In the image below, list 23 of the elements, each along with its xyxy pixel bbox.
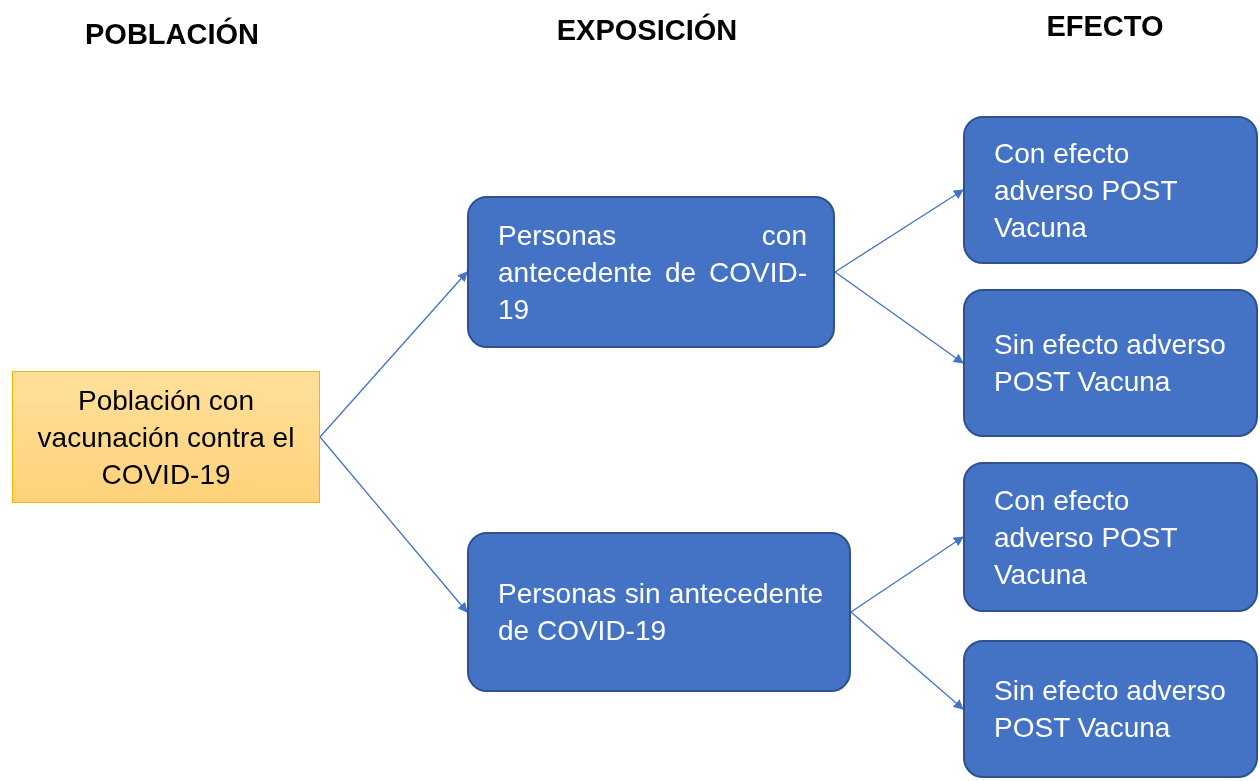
process-box bbox=[963, 462, 1258, 612]
process-box bbox=[963, 116, 1258, 264]
node-text: Población con vacunación contra el COVID-19 bbox=[36, 383, 296, 492]
column-heading: EFECTO bbox=[1046, 10, 1164, 43]
node-text: Con efecto adverso POST Vacuna bbox=[994, 483, 1179, 592]
process-box bbox=[963, 289, 1258, 437]
process-box bbox=[467, 196, 835, 348]
column-heading: EXPOSICIÓN bbox=[556, 14, 738, 47]
arrow bbox=[319, 436, 468, 613]
process-box bbox=[963, 640, 1258, 778]
process-box bbox=[467, 532, 851, 692]
node-text: Sin efecto adverso POST Vacuna bbox=[994, 674, 1227, 745]
arrow bbox=[850, 611, 964, 710]
node-text: Sin efecto adverso POST Vacuna bbox=[994, 328, 1227, 399]
arrow bbox=[834, 271, 964, 364]
column-heading: POBLACIÓN bbox=[85, 18, 259, 51]
node-text: Con efecto adverso POST Vacuna bbox=[994, 136, 1179, 245]
arrow bbox=[319, 271, 468, 438]
arrow bbox=[850, 536, 964, 613]
node-text: Personas con antecedente de COVID-19 bbox=[498, 218, 807, 327]
population-box bbox=[12, 371, 320, 503]
node-text: Personas sin antecedente de COVID-19 bbox=[498, 577, 823, 648]
arrow bbox=[834, 189, 964, 273]
